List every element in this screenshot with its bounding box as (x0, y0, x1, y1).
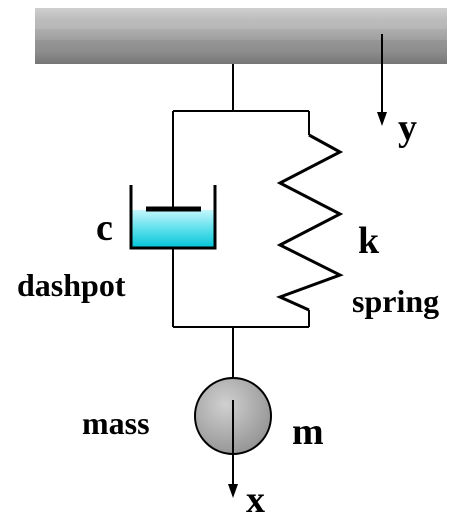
c-label: c (96, 207, 113, 249)
x-arrow-head (228, 484, 238, 498)
ceiling-band-1 (35, 19, 447, 29)
dashpot-label: dashpot (17, 267, 126, 303)
k-label: k (358, 220, 380, 262)
x-label: x (246, 479, 265, 515)
ceiling-support (35, 8, 447, 64)
spring-label: spring (352, 283, 439, 319)
spring-coil (276, 133, 344, 312)
y-label: y (398, 107, 417, 149)
m-label: m (292, 411, 324, 453)
mass-label: mass (82, 405, 150, 441)
y-arrow-head (377, 112, 387, 126)
dashpot-fluid (131, 210, 215, 248)
ceiling-band-2 (35, 40, 447, 50)
